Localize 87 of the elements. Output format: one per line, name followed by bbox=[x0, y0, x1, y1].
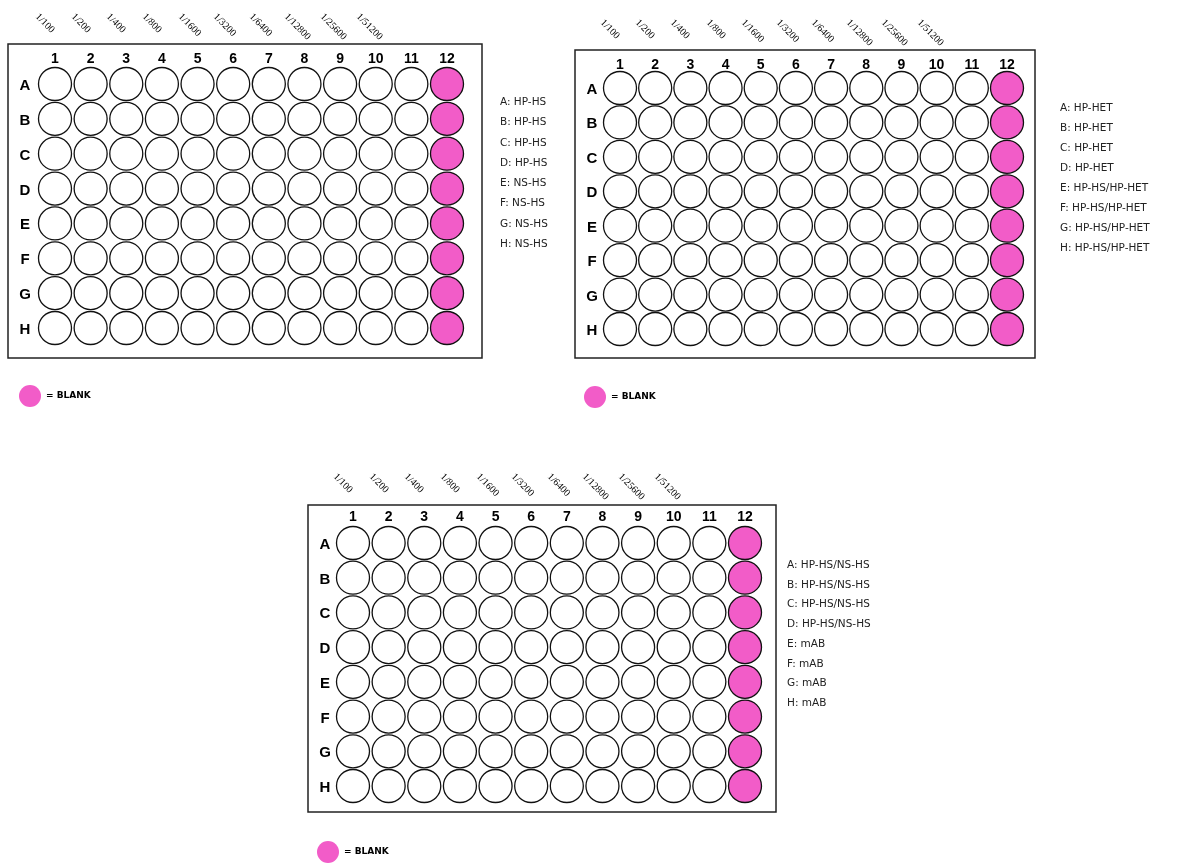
column-number: 10 bbox=[367, 51, 384, 65]
sample-label: A: HP-HET bbox=[1060, 102, 1113, 113]
sample-label: A: HP-HS bbox=[500, 96, 547, 107]
column-number: 2 bbox=[86, 51, 95, 65]
column-number: 6 bbox=[792, 57, 800, 71]
row-letter: A bbox=[19, 76, 31, 92]
row-letter: G bbox=[19, 285, 31, 301]
row-letter: E bbox=[320, 674, 330, 690]
sample-label: A: HP-HS/NS-HS bbox=[787, 559, 870, 570]
column-number: 3 bbox=[420, 509, 429, 523]
sample-label: G: HP-HS/HP-HET bbox=[1060, 222, 1150, 233]
sample-label: C: HP-HS/NS-HS bbox=[787, 598, 870, 609]
column-number: 6 bbox=[229, 51, 238, 65]
column-number: 9 bbox=[634, 509, 642, 523]
column-number: 10 bbox=[928, 57, 945, 71]
sample-label: E: HP-HS/HP-HET bbox=[1060, 182, 1149, 193]
column-number: 12 bbox=[999, 57, 1015, 71]
column-number: 8 bbox=[300, 51, 309, 65]
sample-label: D: HP-HS/NS-HS bbox=[787, 618, 871, 629]
sample-label: G: NS-HS bbox=[500, 217, 548, 229]
row-letter: A bbox=[319, 535, 331, 551]
row-letter: C bbox=[319, 604, 331, 620]
column-number: 11 bbox=[701, 509, 717, 523]
row-letter: F bbox=[20, 250, 30, 266]
sample-label: F: NS-HS bbox=[500, 197, 545, 208]
column-number: 1 bbox=[616, 57, 624, 71]
column-number: 1 bbox=[51, 51, 59, 65]
column-number: 11 bbox=[403, 51, 419, 65]
row-letter: G bbox=[319, 743, 331, 759]
column-number: 12 bbox=[737, 509, 753, 523]
column-number: 7 bbox=[562, 509, 571, 523]
column-number: 10 bbox=[665, 509, 682, 523]
row-letter: F bbox=[587, 252, 597, 268]
row-letter: H bbox=[19, 320, 31, 336]
legend-text: = BLANK bbox=[344, 847, 389, 856]
sample-label: H: HP-HS/HP-HET bbox=[1060, 242, 1150, 253]
row-letter: E bbox=[20, 215, 30, 231]
sample-label: G: mAB bbox=[787, 677, 827, 688]
column-number: 4 bbox=[721, 57, 730, 71]
sample-label: H: mAB bbox=[787, 697, 827, 708]
column-number: 4 bbox=[456, 509, 464, 523]
column-number: 8 bbox=[862, 57, 871, 71]
sample-label: E: NS-HS bbox=[500, 177, 547, 188]
column-number: 5 bbox=[193, 51, 202, 65]
column-number: 8 bbox=[598, 509, 607, 523]
sample-label: B: HP-HS/NS-HS bbox=[787, 578, 870, 590]
sample-label: D: HP-HET bbox=[1060, 162, 1114, 173]
legend-text: = BLANK bbox=[611, 392, 656, 401]
row-letter: C bbox=[586, 149, 598, 165]
column-number: 11 bbox=[964, 57, 980, 71]
row-letter: D bbox=[319, 639, 331, 655]
sample-label: B: HP-HET bbox=[1060, 122, 1113, 133]
row-letter: F bbox=[320, 709, 330, 725]
sample-label: H: NS-HS bbox=[500, 238, 548, 249]
sample-label: F: HP-HS/HP-HET bbox=[1060, 202, 1147, 213]
row-letter: C bbox=[19, 146, 31, 162]
column-number: 9 bbox=[336, 51, 344, 65]
row-letter: D bbox=[19, 181, 31, 197]
sample-label: B: HP-HS bbox=[500, 116, 547, 127]
row-letter: E bbox=[587, 218, 597, 234]
column-number: 7 bbox=[264, 51, 273, 65]
column-number: 3 bbox=[122, 51, 131, 65]
column-number: 3 bbox=[686, 57, 695, 71]
row-letter: A bbox=[586, 80, 598, 96]
column-number: 9 bbox=[897, 57, 906, 71]
sample-label: C: HP-HET bbox=[1060, 142, 1113, 153]
column-number: 12 bbox=[439, 51, 455, 65]
column-number: 1 bbox=[349, 509, 357, 523]
column-number: 5 bbox=[756, 57, 765, 71]
row-letter: H bbox=[586, 321, 598, 337]
row-letter: B bbox=[586, 114, 598, 130]
column-number: 4 bbox=[158, 51, 166, 65]
sample-label: C: HP-HS bbox=[500, 136, 547, 148]
row-letter: G bbox=[586, 287, 598, 303]
legend-text: = BLANK bbox=[46, 391, 91, 400]
sample-label: F: mAB bbox=[787, 657, 824, 669]
column-number: 2 bbox=[384, 509, 393, 523]
column-number: 5 bbox=[491, 509, 500, 523]
row-letter: B bbox=[19, 111, 31, 127]
sample-label: E: mAB bbox=[787, 637, 826, 649]
sample-label: D: HP-HS bbox=[500, 156, 548, 168]
column-number: 6 bbox=[527, 509, 536, 523]
column-number: 2 bbox=[651, 57, 660, 71]
row-letter: D bbox=[586, 183, 598, 199]
column-number: 7 bbox=[827, 57, 835, 71]
row-letter: H bbox=[319, 778, 331, 794]
row-letter: B bbox=[319, 570, 331, 586]
